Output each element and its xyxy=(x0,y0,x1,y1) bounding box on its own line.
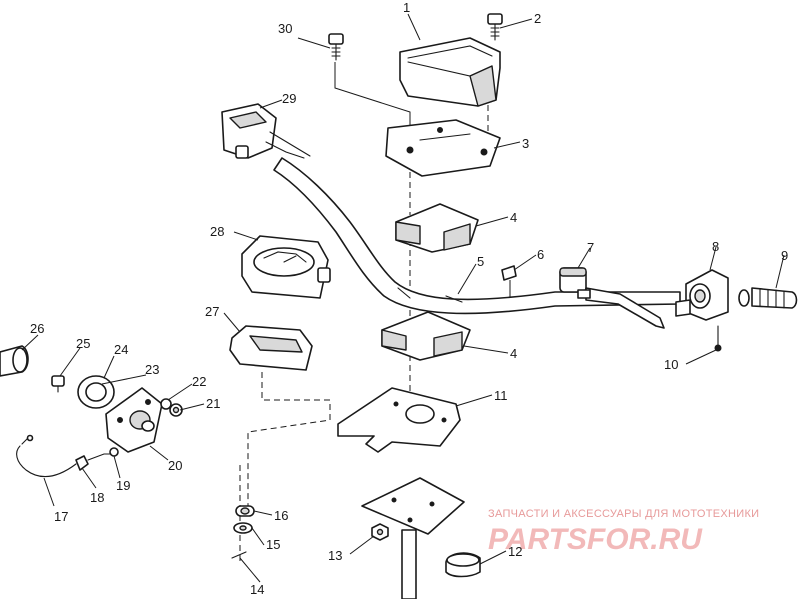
callout-30: 30 xyxy=(278,21,292,36)
watermark-logo: PARTSFOR.RU xyxy=(488,523,703,556)
leader-lines xyxy=(21,13,785,583)
callout-26: 26 xyxy=(30,321,44,336)
callout-29: 29 xyxy=(282,91,296,106)
lower-clamp xyxy=(381,311,471,361)
callout-2: 2 xyxy=(534,11,541,26)
callout-labels: 1 2 3 4 4 5 6 7 8 9 10 11 12 13 14 15 16… xyxy=(30,0,788,597)
watermark-tagline: ЗАПЧАСТИ И АКСЕССУАРЫ ДЛЯ МОТОТЕХНИКИ xyxy=(488,508,759,520)
lens-ring xyxy=(77,375,115,409)
callout-5: 5 xyxy=(477,254,484,269)
handlebar-label xyxy=(501,265,517,298)
callout-16: 16 xyxy=(274,508,288,523)
callout-24: 24 xyxy=(114,342,128,357)
callout-18: 18 xyxy=(90,490,104,505)
callout-22: 22 xyxy=(192,374,206,389)
indicator-light xyxy=(0,345,29,377)
upper-clamp xyxy=(395,203,479,253)
speedometer xyxy=(241,235,331,299)
callout-25: 25 xyxy=(76,336,90,351)
post-clamp xyxy=(445,552,481,578)
callout-9: 9 xyxy=(781,248,788,263)
post-nut xyxy=(371,523,389,541)
throttle-housing xyxy=(675,269,729,321)
screw-top-left xyxy=(328,33,344,61)
gauge-housing xyxy=(229,325,313,371)
bracket-plate xyxy=(337,387,461,453)
callout-28: 28 xyxy=(210,224,224,239)
callout-12: 12 xyxy=(508,544,522,559)
callout-4-lower: 4 xyxy=(510,346,517,361)
callout-8: 8 xyxy=(712,239,719,254)
callout-21: 21 xyxy=(206,396,220,411)
callout-20: 20 xyxy=(168,458,182,473)
screw-throttle xyxy=(714,325,722,352)
pod-cover xyxy=(399,37,501,107)
callout-19: 19 xyxy=(116,478,130,493)
callout-15: 15 xyxy=(266,537,280,552)
callout-23: 23 xyxy=(145,362,159,377)
light-socket xyxy=(51,375,65,393)
cable-assembly xyxy=(16,434,119,478)
callout-6: 6 xyxy=(537,247,544,262)
callout-7: 7 xyxy=(587,240,594,255)
steering-post xyxy=(361,477,465,599)
bushing-washer-pin xyxy=(231,505,255,559)
handlebar xyxy=(273,157,681,315)
callout-10: 10 xyxy=(664,357,678,372)
callout-4-upper: 4 xyxy=(510,210,517,225)
callout-14: 14 xyxy=(250,582,264,597)
callout-13: 13 xyxy=(328,548,342,563)
brake-lever-assembly xyxy=(559,267,665,329)
handlebar-grip xyxy=(738,287,798,309)
callout-11: 11 xyxy=(494,388,508,403)
callout-17: 17 xyxy=(54,509,68,524)
screw-top-right xyxy=(487,13,503,41)
switch-housing xyxy=(221,103,311,159)
watermark: ЗАПЧАСТИ И АКСЕССУАРЫ ДЛЯ МОТОТЕХНИКИ PA… xyxy=(488,508,759,556)
callout-1: 1 xyxy=(403,0,410,15)
callout-3: 3 xyxy=(522,136,529,151)
indicator-housing xyxy=(105,387,163,453)
mount-plate xyxy=(385,119,501,177)
nut-washer-pair xyxy=(160,398,183,417)
callout-27: 27 xyxy=(205,304,219,319)
